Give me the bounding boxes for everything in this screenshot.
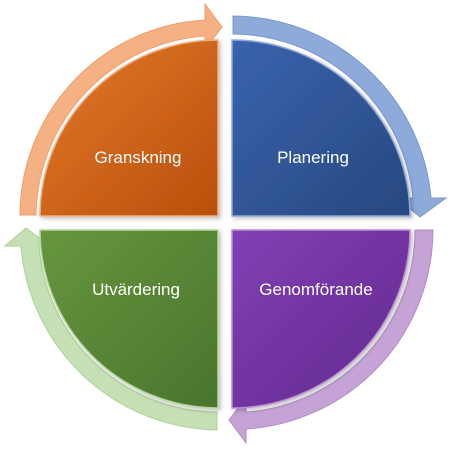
quadrant-granskning bbox=[39, 39, 219, 217]
arrow-granskning bbox=[19, 2, 223, 216]
label-genomforande: Genomförande bbox=[259, 280, 372, 299]
arrow-planering bbox=[232, 15, 448, 218]
arrow-genomforande bbox=[228, 229, 434, 445]
arrows-layer bbox=[3, 2, 448, 445]
quadrant-utvardering bbox=[39, 229, 219, 409]
label-utvardering: Utvärdering bbox=[92, 280, 180, 299]
arrow-utvardering bbox=[3, 227, 218, 431]
label-granskning: Granskning bbox=[95, 148, 182, 167]
quadrant-genomforande bbox=[231, 229, 411, 409]
quadrant-planering bbox=[231, 39, 411, 217]
quadrants-layer bbox=[39, 39, 411, 409]
label-planering: Planering bbox=[277, 148, 349, 167]
